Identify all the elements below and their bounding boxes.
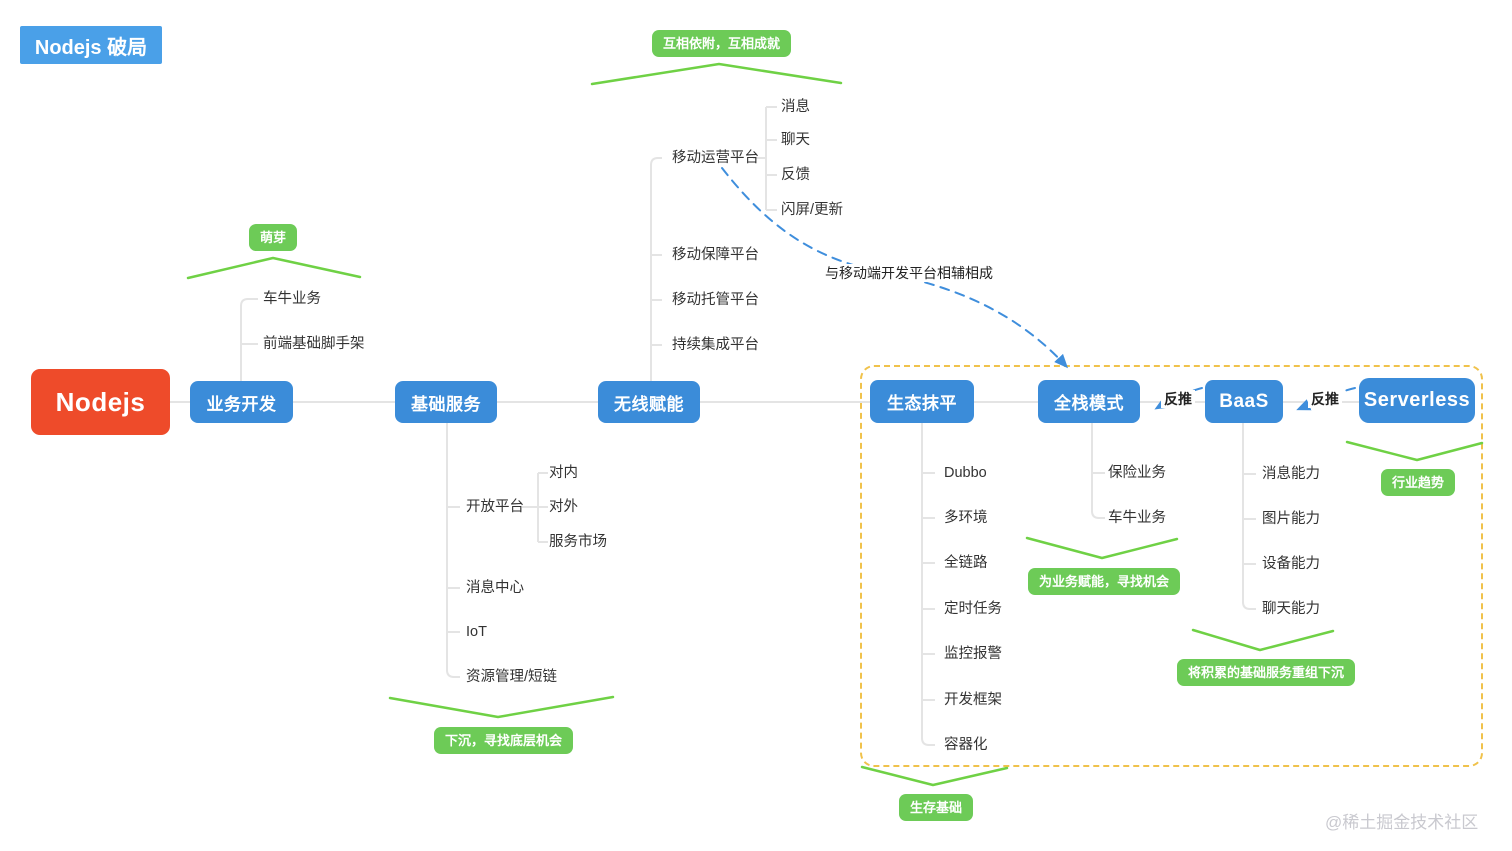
- relation-label-mobile-link[interactable]: 与移动端开发平台相辅相成: [822, 264, 996, 282]
- leaf-label[interactable]: 移动保障平台: [672, 247, 759, 263]
- badge-sink-down[interactable]: 下沉，寻找底层机会: [434, 727, 574, 754]
- badge-mutual[interactable]: 互相依附，互相成就: [652, 30, 792, 57]
- badge-sprout[interactable]: 萌芽: [249, 224, 298, 251]
- leaf-label[interactable]: 图片能力: [1262, 511, 1320, 527]
- leaf-label[interactable]: 反馈: [781, 167, 810, 183]
- leaf-label[interactable]: 容器化: [944, 737, 988, 753]
- brace-business: [186, 256, 362, 280]
- badge-empower[interactable]: 为业务赋能，寻找机会: [1028, 568, 1181, 595]
- leaf-label[interactable]: 消息能力: [1262, 466, 1320, 482]
- leaf-label[interactable]: 移动运营平台: [672, 150, 759, 166]
- leaf-label[interactable]: 设备能力: [1262, 556, 1320, 572]
- summary-boundary-box: [860, 365, 1483, 767]
- leaf-label[interactable]: 聊天: [781, 132, 810, 148]
- map-title-badge: Nodejs 破局: [20, 26, 162, 64]
- node-basic-services[interactable]: 基础服务: [395, 381, 497, 423]
- node-ecosystem[interactable]: 生态抹平: [870, 380, 974, 423]
- node-business-dev[interactable]: 业务开发: [190, 381, 293, 423]
- leaf-label[interactable]: 前端基础脚手架: [263, 336, 365, 352]
- badge-industry-trend[interactable]: 行业趋势: [1381, 469, 1456, 496]
- badge-regroup[interactable]: 将积累的基础服务重组下沉: [1177, 659, 1356, 686]
- leaf-label[interactable]: 消息中心: [466, 580, 524, 596]
- leaf-label[interactable]: 全链路: [944, 555, 988, 571]
- leaf-label[interactable]: 监控报警: [944, 646, 1002, 662]
- node-fullstack[interactable]: 全栈模式: [1038, 380, 1140, 423]
- leaf-label[interactable]: 持续集成平台: [672, 337, 759, 353]
- node-wireless[interactable]: 无线赋能: [598, 381, 700, 423]
- brace-baas: [1191, 628, 1335, 652]
- brace-wireless: [590, 62, 843, 86]
- leaf-label[interactable]: Dubbo: [944, 465, 987, 481]
- brace-infra: [388, 695, 615, 719]
- leaf-label[interactable]: 车牛业务: [1108, 510, 1166, 526]
- leaf-label[interactable]: 服务市场: [549, 534, 607, 550]
- leaf-label[interactable]: 资源管理/短链: [466, 669, 558, 685]
- leaf-label[interactable]: 消息: [781, 99, 810, 115]
- leaf-label[interactable]: 定时任务: [944, 601, 1002, 617]
- leaf-label[interactable]: 闪屏/更新: [781, 202, 844, 218]
- root-node[interactable]: Nodejs: [31, 369, 170, 435]
- relation-label-reverse-push[interactable]: 反推: [1161, 390, 1195, 408]
- leaf-label[interactable]: 对外: [549, 499, 578, 515]
- leaf-label[interactable]: IoT: [466, 624, 487, 640]
- badge-survival[interactable]: 生存基础: [899, 794, 974, 821]
- leaf-label[interactable]: 开放平台: [466, 499, 524, 515]
- leaf-label[interactable]: 对内: [549, 465, 578, 481]
- node-baas[interactable]: BaaS: [1205, 380, 1283, 423]
- leaf-label[interactable]: 移动托管平台: [672, 292, 759, 308]
- node-serverless[interactable]: Serverless: [1359, 378, 1475, 423]
- leaf-label[interactable]: 保险业务: [1108, 465, 1166, 481]
- relation-mobile-to-fullstack: [721, 167, 1069, 369]
- brace-fullstack: [1025, 536, 1179, 560]
- relation-label-reverse-push[interactable]: 反推: [1308, 390, 1342, 408]
- leaf-label[interactable]: 开发框架: [944, 692, 1002, 708]
- leaf-label[interactable]: 车牛业务: [263, 291, 321, 307]
- leaf-label[interactable]: 多环境: [944, 510, 988, 526]
- leaf-label[interactable]: 聊天能力: [1262, 601, 1320, 617]
- brace-ecosystem: [860, 765, 1009, 787]
- brace-serverless: [1345, 440, 1484, 462]
- relation-serverless-to-baas: [1296, 387, 1356, 411]
- watermark-text: @稀土掘金技术社区: [1325, 813, 1479, 832]
